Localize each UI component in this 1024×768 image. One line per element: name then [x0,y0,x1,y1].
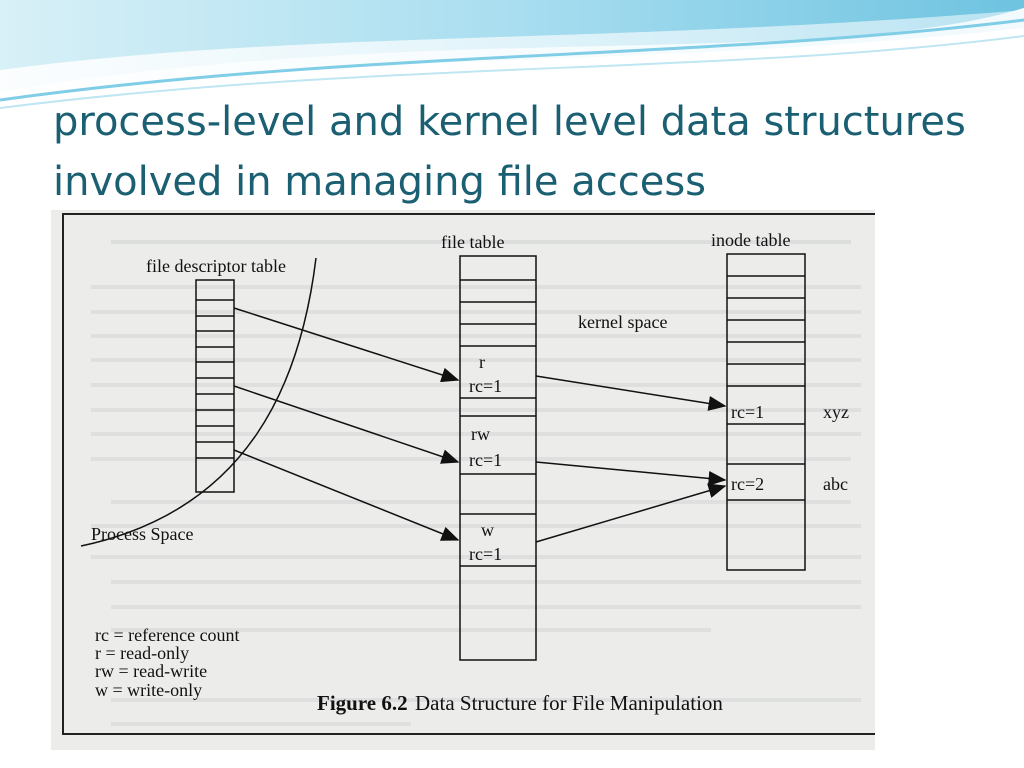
fd-table-label: file descriptor table [146,256,286,276]
legend-item: w = write-only [95,680,202,700]
legend-item: rw = read-write [95,661,207,681]
file-entry-mode: rw [471,424,490,444]
inode-entry-rc: rc=1 [731,402,764,422]
legend-item: r = read-only [95,643,189,663]
process-space-label: Process Space [91,524,193,544]
figure-caption-text: Data Structure for File Manipulation [415,691,723,715]
file-entry-mode: r [479,352,485,372]
inode-entry-rc: rc=2 [731,474,764,494]
file-entry-rc: rc=1 [469,450,502,470]
kernel-space-label: kernel space [578,312,667,332]
inode-table-label: inode table [711,230,790,250]
file-table-label: file table [441,232,504,252]
file-entry-rc: rc=1 [469,376,502,396]
file-entry-mode: w [481,520,494,540]
inode-entry-name: abc [823,474,848,494]
legend-item: rc = reference count [95,625,240,645]
file-entry-rc: rc=1 [469,544,502,564]
inode-entry-name: xyz [823,402,849,422]
file-structure-figure: file descriptor table file table r rc=1 … [51,210,875,750]
figure-caption-label: Figure 6.2 [317,691,408,715]
slide-title: process-level and kernel level data stru… [53,92,983,212]
